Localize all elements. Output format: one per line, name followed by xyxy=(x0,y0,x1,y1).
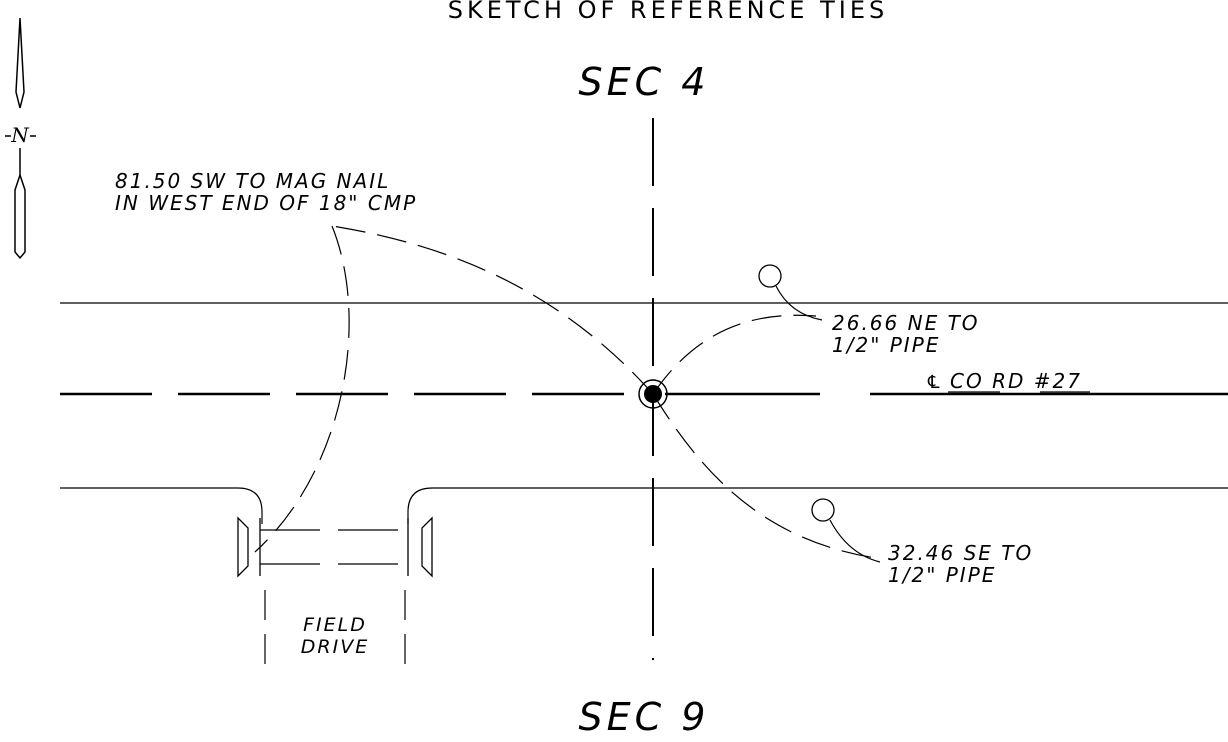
tie-ne-label-1: 26.66 NE TO xyxy=(832,311,980,335)
tie-arc-se xyxy=(652,393,877,559)
section-north-label: SEC 4 xyxy=(579,60,710,104)
section-south-label: SEC 9 xyxy=(579,695,710,739)
tie-se-label-2: 1/2" PIPE xyxy=(888,563,996,587)
sketch-title: SKETCH OF REFERENCE TIES xyxy=(448,0,888,24)
centerline-symbol: ℄ xyxy=(927,372,940,393)
pipe-monument-icon xyxy=(811,498,881,563)
tie-arc-ne xyxy=(652,314,817,395)
field-drive-label-1: FIELD xyxy=(303,614,367,636)
pipe-monument-icon xyxy=(758,264,823,321)
field-drive-label-2: DRIVE xyxy=(301,636,369,658)
tie-se-label-1: 32.46 SE TO xyxy=(888,541,1033,565)
road-label: CO RD #27 xyxy=(950,369,1082,393)
tie-line-sw xyxy=(331,225,654,395)
road-south-edge-west xyxy=(60,487,263,524)
north-arrow-icon: N xyxy=(5,17,36,260)
north-label: N xyxy=(10,123,30,147)
road-south-edge-east xyxy=(407,487,1228,524)
culvert xyxy=(237,516,433,578)
tie-ne-label-2: 1/2" PIPE xyxy=(832,333,940,357)
tie-sw-label-2: IN WEST END OF 18" CMP xyxy=(115,191,417,215)
tie-sw-label-1: 81.50 SW TO MAG NAIL xyxy=(115,169,390,193)
tie-arc-sw xyxy=(254,225,350,553)
